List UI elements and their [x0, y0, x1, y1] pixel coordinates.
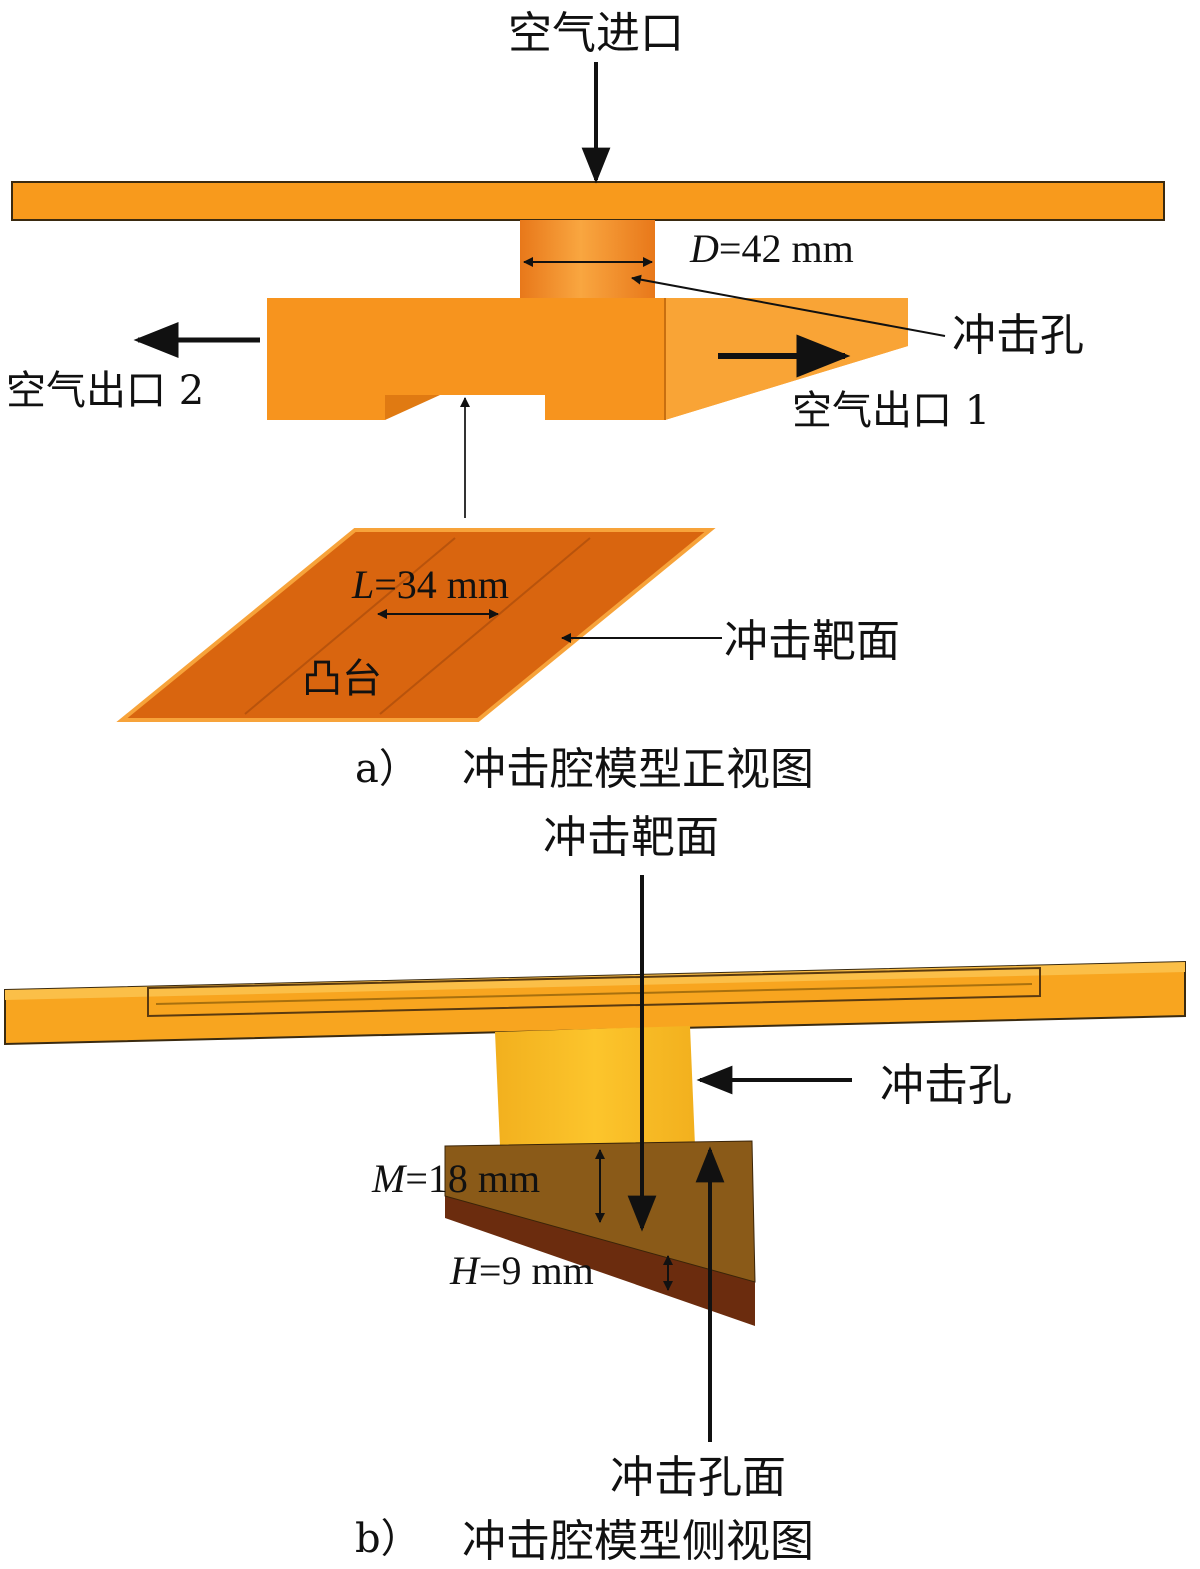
side-target-surface-label: 冲击靶面 — [543, 812, 719, 863]
boss-edge-left — [244, 537, 456, 715]
front-view: 空气进口 D=42 mm 冲击孔 空气出口 2 空气出口 1 L=34 mm 凸… — [6, 8, 1165, 795]
side-impingement-hole-tube — [495, 1026, 695, 1146]
dim-h-label: H=9 mm — [449, 1248, 594, 1293]
caption-b-tag: b） — [355, 1516, 421, 1562]
boss-label: 凸台 — [302, 656, 382, 702]
side-impingement-hole-label: 冲击孔 — [880, 1060, 1012, 1111]
side-plate-channel — [147, 966, 1041, 1018]
dim-m-label: M=18 mm — [371, 1156, 540, 1201]
target-surface-label: 冲击靶面 — [724, 616, 900, 667]
wedge-dark-band — [445, 1196, 755, 1326]
hole-diameter-label: D=42 mm — [689, 226, 854, 271]
caption-a-tag: a） — [355, 746, 419, 792]
cavity-box-notch-shade — [385, 395, 440, 420]
air-outlet-2-label: 空气出口 2 — [6, 368, 204, 414]
side-plate — [4, 960, 1186, 1046]
air-inlet-label: 空气进口 — [508, 8, 684, 59]
side-plate-channel-inner — [155, 983, 1033, 1005]
target-surface-plate — [116, 528, 716, 722]
hole-surface-label: 冲击孔面 — [610, 1452, 786, 1503]
caption-a: 冲击腔模型正视图 — [462, 744, 814, 795]
side-view: 冲击靶面 冲击孔 M=18 mm H=9 mm 冲击孔面 b） 冲击腔模型侧视图 — [4, 812, 1186, 1567]
boss-edge-right — [379, 537, 591, 715]
top-plate — [11, 181, 1165, 221]
impingement-hole-leader — [631, 274, 946, 337]
boss-length-label: L=34 mm — [351, 562, 509, 607]
impingement-hole-label: 冲击孔 — [952, 310, 1084, 361]
impingement-hole-tube — [520, 220, 655, 298]
caption-b: 冲击腔模型侧视图 — [462, 1516, 814, 1567]
air-outlet-1-label: 空气出口 1 — [792, 388, 990, 434]
